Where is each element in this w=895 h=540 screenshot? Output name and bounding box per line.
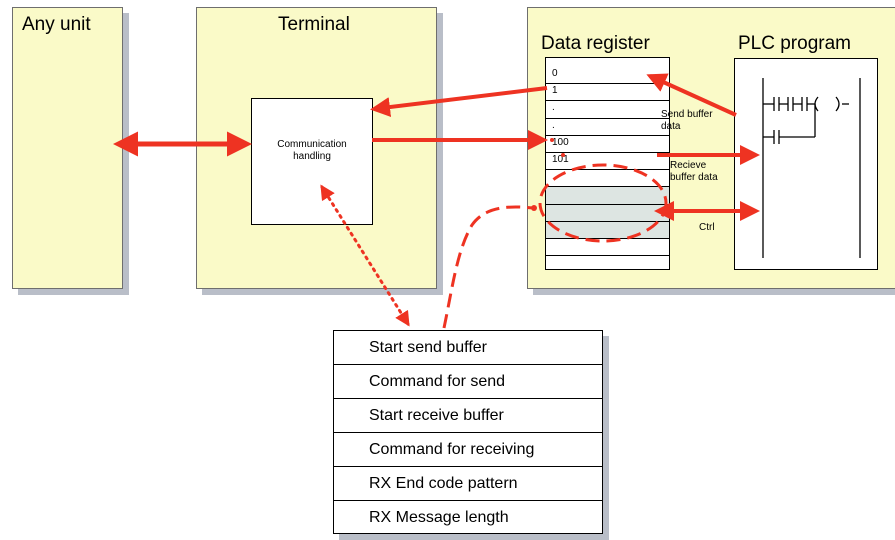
register-row xyxy=(546,239,669,257)
receive-buffer-label: Recieve buffer data xyxy=(670,160,718,183)
terminal-title: Terminal xyxy=(278,14,350,35)
send-buffer-label: Send buffer data xyxy=(661,109,713,132)
register-row: 0 xyxy=(546,67,669,85)
register-row xyxy=(546,170,669,188)
ctrl-label: Ctrl xyxy=(699,222,715,233)
command-row: RX Message length xyxy=(369,509,509,526)
register-row: 100 xyxy=(546,136,669,153)
command-row: RX End code pattern xyxy=(334,467,602,501)
command-row: Command for send xyxy=(334,365,602,399)
data-register-title: Data register xyxy=(541,33,650,54)
plc-send-buffer-arrow xyxy=(646,73,737,117)
plc-program-title: PLC program xyxy=(738,33,851,54)
register-row xyxy=(546,204,669,222)
register-row xyxy=(546,187,669,205)
register-row: . xyxy=(546,119,669,136)
command-row: Start send buffer xyxy=(334,331,602,365)
register-to-terminal-arrow xyxy=(370,86,548,117)
any-unit-title: Any unit xyxy=(22,14,91,35)
command-row: Start receive buffer xyxy=(334,399,602,433)
communication-handling-label: Communication handling xyxy=(277,139,347,162)
ctrl-rows-ellipse xyxy=(538,163,668,243)
register-row: 1 xyxy=(546,84,669,102)
command-row: Command for receiving xyxy=(334,433,602,467)
register-row: . xyxy=(546,101,669,119)
ladder-diagram xyxy=(762,78,861,258)
communication-handling-box: Communication handling xyxy=(251,98,373,225)
register-row: 101 xyxy=(546,153,669,171)
any-unit-panel xyxy=(12,7,123,289)
dotted-arrow xyxy=(320,184,410,327)
dashed-link xyxy=(442,205,534,329)
